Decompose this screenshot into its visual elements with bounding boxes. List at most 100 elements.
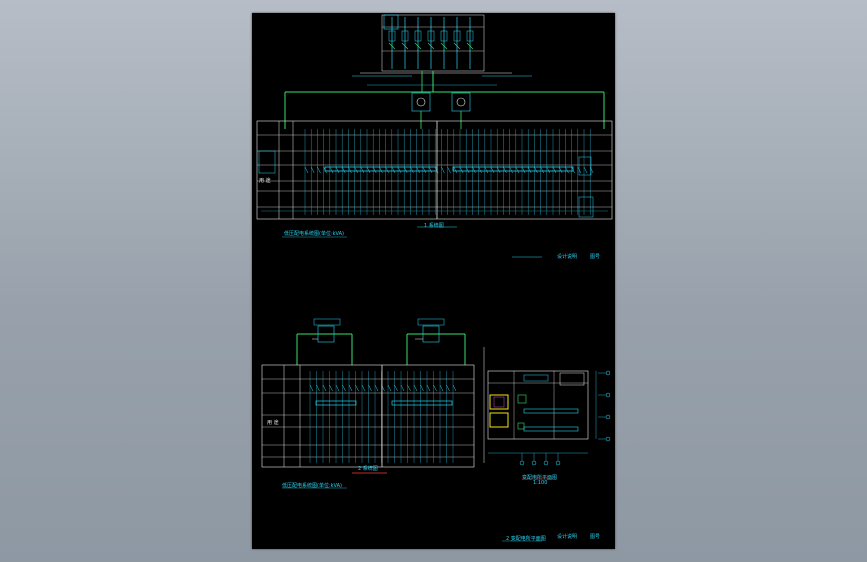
- mid-breaker-symbol: [452, 384, 457, 392]
- plan-equipment-mark: [517, 394, 527, 404]
- mid-breaker-symbol: [400, 384, 405, 392]
- hv-breaker-symbol: [427, 42, 435, 50]
- lv-breaker-symbol: [428, 166, 433, 174]
- lv-breaker-symbol: [534, 166, 538, 174]
- mid-breaker-symbol: [426, 384, 431, 392]
- hv-breaker-symbol: [414, 42, 422, 50]
- transformer-box: [451, 92, 471, 112]
- hv-cabinet-frame: [381, 14, 485, 72]
- hv-switch-box: [453, 30, 461, 42]
- lv-label-block: [578, 156, 592, 176]
- lv-breaker-symbol: [515, 166, 520, 174]
- plan-axis-bubble: [555, 460, 561, 466]
- hv-switch-box: [388, 30, 396, 42]
- lv-breaker-symbol: [348, 166, 352, 174]
- plan-transformer-yellow: [489, 394, 509, 410]
- transformer-box: [411, 92, 431, 112]
- top-stamp-a: 设计说明: [557, 254, 578, 260]
- lv-breaker-symbol: [478, 166, 482, 174]
- lv-breaker-symbol: [558, 166, 563, 174]
- mid-breaker-symbol: [387, 384, 392, 392]
- lv-breaker-symbol: [441, 166, 445, 174]
- lv-breaker-symbol: [317, 166, 321, 174]
- mid-breaker-symbol: [420, 384, 424, 392]
- lv-breaker-symbol: [453, 166, 458, 174]
- lv-breaker-symbol: [304, 166, 309, 174]
- lv-breaker-symbol: [484, 166, 489, 174]
- mid-breaker-symbol: [368, 384, 372, 392]
- lv-breaker-symbol: [447, 166, 451, 174]
- lv-breaker-symbol: [583, 166, 588, 174]
- plan-axis-bubble: [605, 392, 611, 398]
- mid-bus-bar: [315, 400, 357, 406]
- drawing-sheet[interactable]: 1 系统图 低压配电系统图(单位:kVA) 设计说明 图号 用 途 用 途 2 …: [252, 13, 615, 549]
- lv-breaker-symbol: [472, 166, 476, 174]
- top-caption: 1 系统图: [424, 223, 444, 229]
- lv-breaker-symbol: [546, 166, 551, 174]
- mid-transformer-box: [317, 325, 335, 343]
- lv-breaker-symbol: [527, 166, 532, 174]
- transformer-coil: [456, 97, 466, 107]
- row-label-use-bottom: 用 途: [267, 420, 279, 426]
- plan-axis-bubble: [605, 414, 611, 420]
- mid-breaker-symbol: [361, 384, 366, 392]
- hv-switch-box: [440, 30, 448, 42]
- hv-breaker-symbol: [440, 42, 448, 50]
- mid-breaker-symbol: [374, 384, 379, 392]
- plan-building-outline: [487, 370, 589, 440]
- lv-breaker-symbol: [366, 166, 371, 174]
- plan-equipment-mark: [517, 422, 525, 430]
- lv-breaker-symbol: [465, 166, 470, 174]
- hv-breaker-symbol: [401, 42, 409, 50]
- lv-breaker-symbol: [496, 166, 501, 174]
- lv-bus-bar: [452, 166, 574, 172]
- lv-breaker-symbol: [589, 166, 594, 174]
- plan-axis-bubble: [543, 460, 549, 466]
- plan-note: 变配电所平面图: [522, 475, 558, 481]
- bottom-stamp-b: 图号: [590, 534, 601, 540]
- plan-transformer-yellow: [489, 412, 509, 428]
- lv-breaker-symbol: [379, 166, 383, 174]
- bottom-stamp-a: 设计说明: [557, 534, 578, 540]
- mid-breaker-symbol: [329, 384, 333, 392]
- mid-breaker-symbol: [355, 384, 359, 392]
- lv-breaker-symbol: [490, 166, 495, 174]
- lv-breaker-symbol: [360, 166, 365, 174]
- top-diagram-title: 低压配电系统图(单位:kVA): [284, 231, 345, 237]
- lv-breaker-symbol: [459, 166, 464, 174]
- mid-breaker-symbol: [335, 384, 340, 392]
- lv-breaker-symbol: [403, 166, 408, 174]
- mid-table-frame: [261, 364, 475, 468]
- mid-transformer-box: [422, 325, 440, 343]
- plan-equipment-mark: [493, 396, 505, 408]
- mid-breaker-symbol: [439, 384, 444, 392]
- lv-label-block: [578, 196, 594, 218]
- lv-breaker-symbol: [416, 166, 420, 174]
- lv-breaker-symbol: [354, 166, 358, 174]
- mid-breaker-symbol: [309, 384, 314, 392]
- mid-caption: 2 系统图: [358, 466, 378, 472]
- lv-breaker-symbol: [503, 166, 507, 174]
- lv-breaker-symbol: [335, 166, 340, 174]
- hv-breaker-symbol: [453, 42, 461, 50]
- transformer-coil: [416, 97, 426, 107]
- lv-breaker-symbol: [397, 166, 402, 174]
- mid-breaker-symbol: [446, 384, 450, 392]
- plan-axis-bubble: [519, 460, 525, 466]
- mid-breaker-symbol: [316, 384, 320, 392]
- mid-breaker-symbol: [342, 384, 346, 392]
- hv-breaker-symbol: [466, 42, 474, 50]
- mid-note-box: [417, 318, 445, 326]
- plan-cabinet-row: [523, 374, 549, 382]
- mid-bus-bar: [391, 400, 453, 406]
- mid-breaker-symbol: [433, 384, 437, 392]
- lv-table-frame: [256, 120, 613, 220]
- bottom-drawing-title: 2 变配电所平面图: [506, 536, 546, 542]
- lv-breaker-symbol: [410, 166, 414, 174]
- lv-breaker-symbol: [391, 166, 396, 174]
- mid-diagram-title: 低压配电系统图(单位:kVA): [282, 483, 343, 489]
- lv-breaker-symbol: [341, 166, 346, 174]
- lv-breaker-symbol: [565, 166, 569, 174]
- lv-breaker-symbol: [372, 166, 377, 174]
- plan-axis-bubble: [605, 370, 611, 376]
